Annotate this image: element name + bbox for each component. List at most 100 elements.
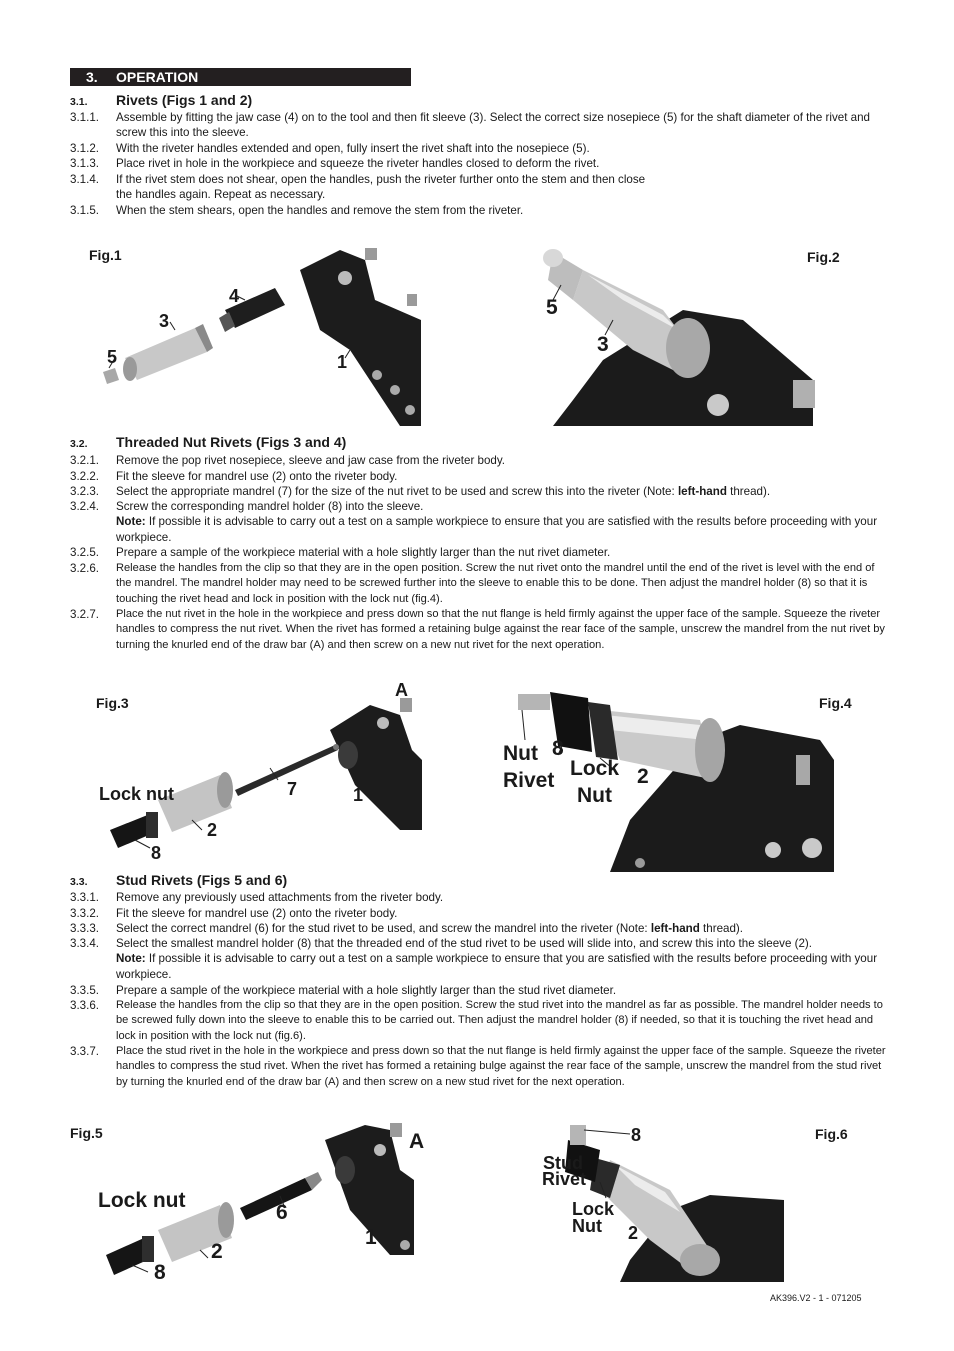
item-number: 3.3.2. [70,907,100,920]
callout-1: 1 [353,785,364,805]
figure-label: Fig.2 [807,249,840,265]
item-number: 3.2.2. [70,470,100,483]
stud-rivet-label-rivet: Rivet [542,1169,587,1189]
callout-7: 7 [287,779,298,799]
item-text-part: Select the correct mandrel (6) for the s… [116,922,651,935]
item-number: 3.3.5. [70,984,100,997]
item-text-part: Select the smallest mandrel holder (8) t… [116,937,812,950]
item-number: 3.3.6. [70,999,100,1012]
item-number: 3.1.1. [70,111,100,124]
figure-5-image [100,1120,414,1288]
item-number: 3.3.4. [70,937,100,950]
lock-nut-label: Lock nut [98,1189,186,1212]
section-title: OPERATION [116,69,199,85]
subsection-heading: Threaded Nut Rivets (Figs 3 and 4) [116,434,347,450]
note-text: If possible it is advisable to carry out… [116,515,878,544]
item-number: 3.2.7. [70,608,100,621]
item-text: Release the handles from the clip so tha… [116,562,875,605]
item-text: Screw the corresponding mandrel holder (… [116,499,890,545]
subsection-title-stud-rivets: 3.3. Stud Rivets (Figs 5 and 6) [70,872,287,888]
item-number: 3.2.1. [70,454,100,467]
figure-label: Fig.6 [815,1126,848,1142]
item-text: With the riveter handles extended and op… [116,142,590,155]
item-text: Select the smallest mandrel holder (8) t… [116,936,890,982]
callout-4: 4 [229,286,240,306]
callout-2: 2 [211,1240,223,1263]
lock-nut-label: Lock nut [99,784,174,804]
document-reference: AK396.V2 - 1 - 071205 [770,1293,862,1303]
nut-rivet-label-rivet: Rivet [503,769,555,792]
callout-a: A [395,680,408,700]
item-text: Place rivet in hole in the workpiece and… [116,157,600,170]
callout-8: 8 [154,1261,166,1284]
item-text: Remove any previously used attachments f… [116,891,444,904]
item-number: 3.1.5. [70,204,100,217]
callout-1: 1 [365,1226,377,1249]
item-text: If the rivet stem does not shear, open t… [116,173,646,202]
section-number: 3. [86,69,98,85]
callout-a: A [409,1130,425,1153]
subsection-title-rivets: 3.1. Rivets (Figs 1 and 2) [70,92,252,108]
figure-1-image [95,240,421,426]
subsection-title-nut-rivets: 3.2. Threaded Nut Rivets (Figs 3 and 4) [70,434,346,450]
item-number: 3.1.3. [70,157,100,170]
callout-8: 8 [631,1125,642,1145]
item-text-bold: left-hand [677,485,727,498]
item-text: Place the stud rivet in the hole in the … [116,1045,886,1088]
item-text: Prepare a sample of the workpiece materi… [116,546,611,559]
subsection-heading: Rivets (Figs 1 and 2) [116,92,253,108]
item-text: Release the handles from the clip so tha… [116,999,883,1042]
item-text: Select the correct mandrel (6) for the s… [116,921,890,936]
stud-rivet-label-stud: Stud [543,1153,583,1173]
subsection-number: 3.2. [70,438,88,450]
item-text: Remove the pop rivet nosepiece, sleeve a… [116,454,506,467]
figure-3-image [100,690,422,860]
item-number: 3.1.2. [70,142,100,155]
note-label: Note: [116,515,146,529]
lock-nut-label-lock: Lock [570,757,620,780]
figure-label: Fig.5 [70,1125,103,1141]
figure-label: Fig.3 [96,695,129,711]
item-number: 3.2.3. [70,485,100,498]
item-text-bold: left-hand [650,922,700,935]
callout-6: 6 [276,1201,288,1224]
subsection-number: 3.1. [70,96,88,108]
item-text-part: thread). [699,922,743,935]
figure-label: Fig.4 [819,695,852,711]
item-text-part: thread). [726,485,771,498]
callout-8: 8 [552,737,564,760]
figure-2-image [513,230,823,426]
section-header: 3. OPERATION [70,68,411,86]
nut-rivet-label-nut: Nut [503,742,538,765]
item-text-part: Screw the corresponding mandrel holder (… [116,500,424,513]
item-number: 3.3.3. [70,922,100,935]
item-number: 3.3.7. [70,1045,100,1058]
callout-2: 2 [628,1223,639,1243]
item-number: 3.2.6. [70,562,100,575]
figure-label: Fig.1 [89,247,122,263]
lock-nut-label-lock: Lock [572,1199,615,1219]
item-text: Fit the sleeve for mandrel use (2) onto … [116,470,398,483]
subsection-heading: Stud Rivets (Figs 5 and 6) [116,872,288,888]
figure-6-image [540,1120,784,1282]
lock-nut-label-nut: Nut [577,784,612,807]
item-number: 3.3.1. [70,891,100,904]
item-text: When the stem shears, open the handles a… [116,204,524,217]
item-text-part: Select the appropriate mandrel (7) for t… [116,485,678,498]
callout-5: 5 [546,296,558,319]
callout-3: 3 [159,311,170,331]
callout-5: 5 [107,347,118,367]
item-number: 3.2.4. [70,500,100,513]
lock-nut-label-nut: Nut [572,1216,602,1236]
note-text: If possible it is advisable to carry out… [116,952,878,981]
item-text: Select the appropriate mandrel (7) for t… [116,484,890,499]
callout-8: 8 [151,843,162,863]
item-text: Place the nut rivet in the hole in the w… [116,608,885,651]
item-number: 3.1.4. [70,173,100,186]
item-text: Assemble by fitting the jaw case (4) on … [116,111,870,140]
item-number: 3.2.5. [70,546,100,559]
subsection-number: 3.3. [70,876,88,888]
item-text: Prepare a sample of the workpiece materi… [116,984,617,997]
callout-2: 2 [207,820,218,840]
callout-2: 2 [637,765,649,788]
